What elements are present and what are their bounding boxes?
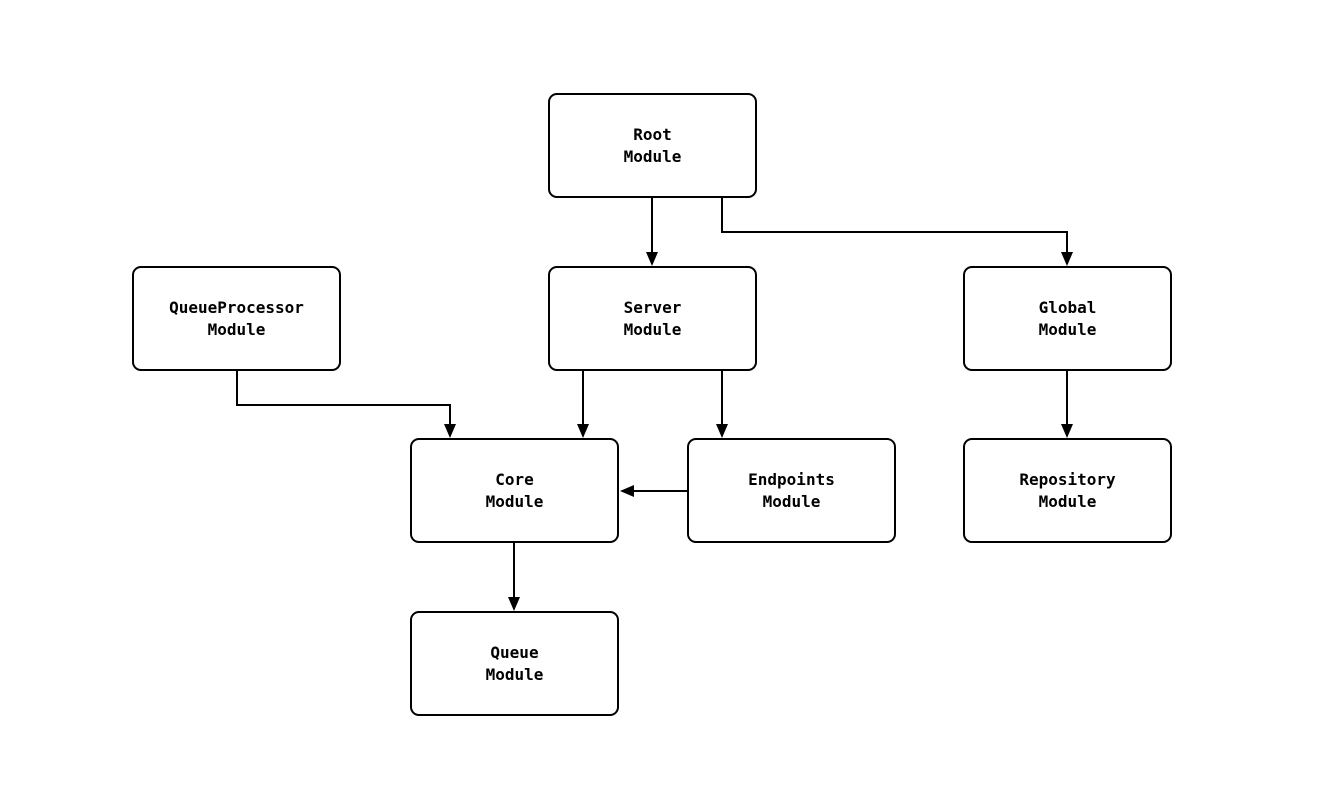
edge-root-module-to-global-module bbox=[721, 198, 1073, 266]
node-label-root-module: Root Module bbox=[623, 124, 682, 166]
node-endpoints-module: Endpoints Module bbox=[687, 438, 896, 543]
node-server-module: Server Module bbox=[548, 266, 757, 371]
node-global-module: Global Module bbox=[963, 266, 1172, 371]
node-repository-module: Repository Module bbox=[963, 438, 1172, 543]
node-queueprocessor-module: QueueProcessor Module bbox=[132, 266, 341, 371]
node-label-server-module: Server Module bbox=[623, 297, 682, 339]
node-label-core-module: Core Module bbox=[485, 469, 544, 511]
node-label-endpoints-module: Endpoints Module bbox=[748, 469, 835, 511]
node-core-module: Core Module bbox=[410, 438, 619, 543]
node-label-queue-module: Queue Module bbox=[485, 642, 544, 684]
node-label-queueprocessor-module: QueueProcessor Module bbox=[169, 297, 304, 339]
node-label-global-module: Global Module bbox=[1038, 297, 1097, 339]
node-root-module: Root Module bbox=[548, 93, 757, 198]
node-label-repository-module: Repository Module bbox=[1019, 469, 1116, 511]
edge-queueprocessor-module-to-core-module bbox=[236, 371, 456, 438]
node-queue-module: Queue Module bbox=[410, 611, 619, 716]
